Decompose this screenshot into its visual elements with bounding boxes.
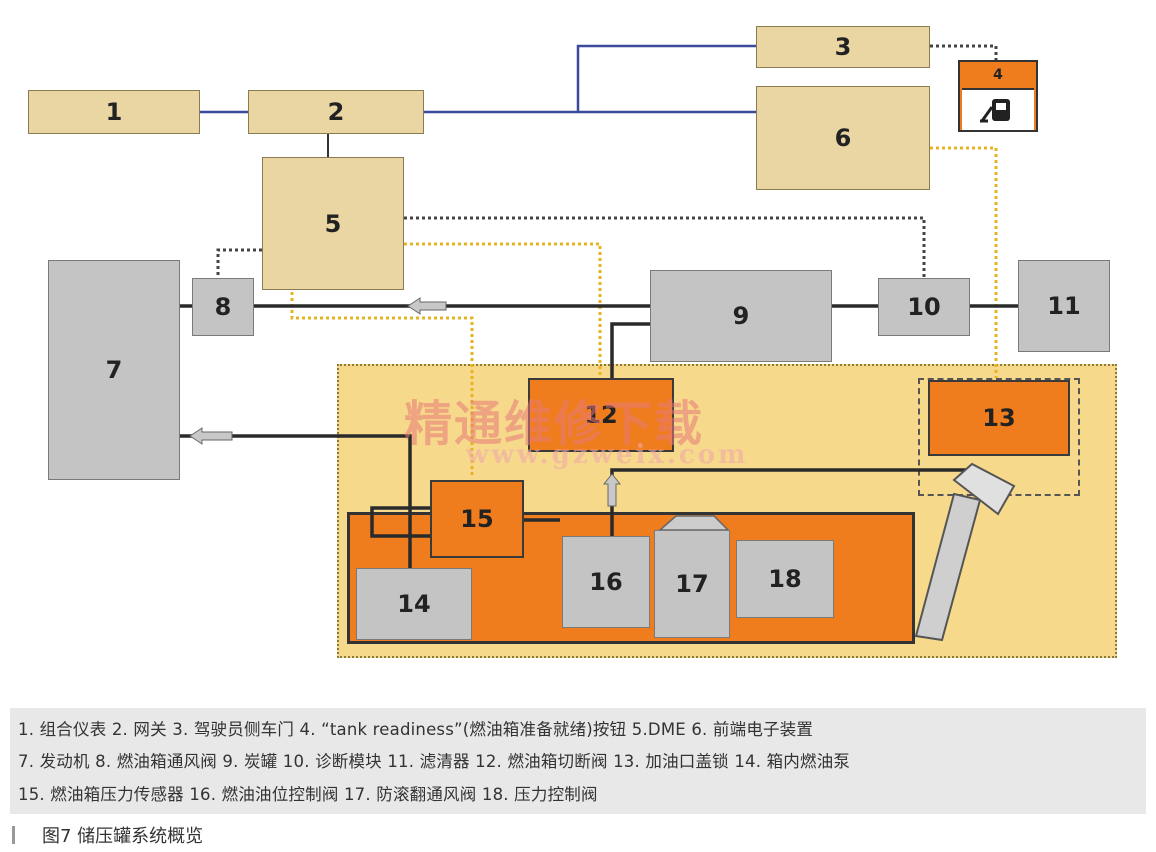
fuel-pump-icon [962,88,1034,130]
signal-dotted-lines [216,44,998,278]
block-8-tank-vent-valve: 8 [192,278,254,336]
block-2-gateway: 2 [248,90,424,134]
block-4-tank-readiness-button: 4 [958,60,1038,132]
block-5-dme: 5 [262,157,404,290]
block-7-engine: 7 [48,260,180,480]
block-12-tank-shutoff-valve: 12 [528,378,674,452]
block-16-fuel-level-control-valve: 16 [562,536,650,628]
block-17-rollover-vent-valve: 17 [654,530,730,638]
block-3-driver-door: 3 [756,26,930,68]
caption-marker [12,826,15,844]
filler-neck [914,462,1016,642]
block-11-filter: 11 [1018,260,1110,352]
block-6-front-electronics: 6 [756,86,930,190]
block-13-fuel-cap-lock: 13 [928,380,1070,456]
vapor-pipe [180,304,1018,568]
block-14-in-tank-fuel-pump: 14 [356,568,472,640]
block-9-carbon-canister: 9 [650,270,832,362]
block-10-diagnostic-module: 10 [878,278,970,336]
legend-row-2: 7. 发动机 8. 燃油箱通风阀 9. 炭罐 10. 诊断模块 11. 滤清器 … [18,752,851,771]
block-1-instrument-cluster: 1 [28,90,200,134]
block-4-label: 4 [993,67,1003,83]
legend-row-3: 15. 燃油箱压力传感器 16. 燃油油位控制阀 17. 防滚翻通风阀 18. … [18,785,598,804]
can-bus-lines [200,44,756,114]
legend-panel: 1. 组合仪表 2. 网关 3. 驾驶员侧车门 4. “tank readine… [10,708,1146,814]
flow-arrows [189,297,622,507]
block-15-tank-pressure-sensor: 15 [430,480,524,558]
block-18-pressure-control-valve: 18 [736,540,834,618]
figure-caption: 图7 储压罐系统概览 [42,826,204,847]
legend-row-1: 1. 组合仪表 2. 网关 3. 驾驶员侧车门 4. “tank readine… [18,720,814,739]
connection-lines [180,44,1018,642]
